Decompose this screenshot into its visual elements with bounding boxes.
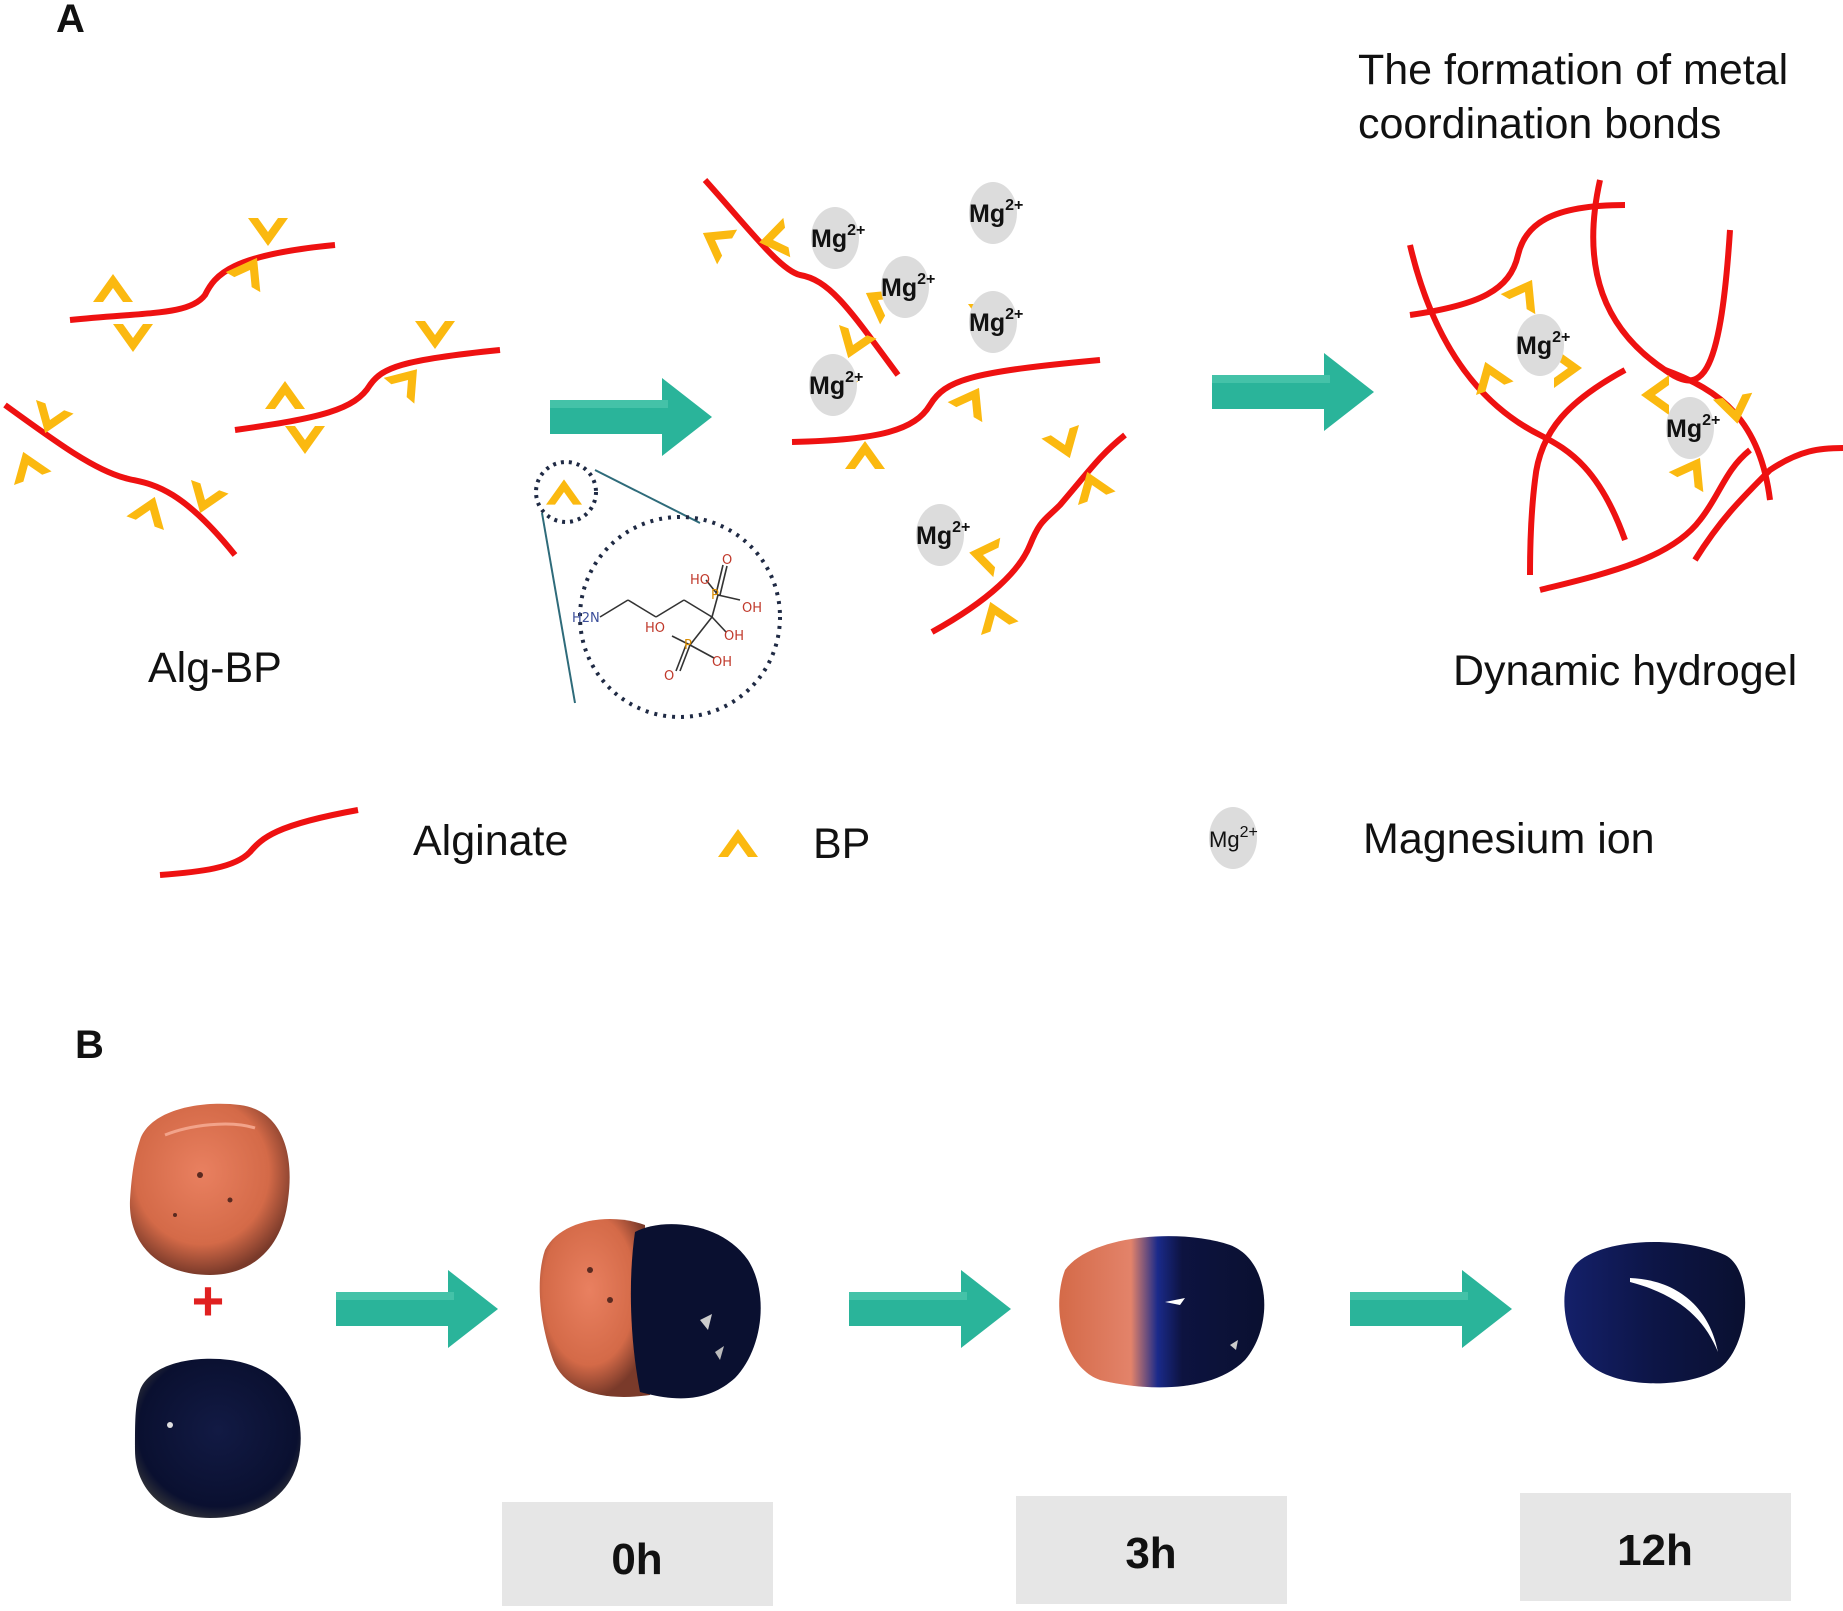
gel-3h bbox=[1059, 1236, 1265, 1388]
hydrogel-network bbox=[1407, 179, 1843, 593]
time-box-0h: 0h bbox=[502, 1502, 773, 1606]
svg-text:Mg2+: Mg2+ bbox=[811, 222, 865, 253]
arrow-b-1 bbox=[336, 1270, 498, 1348]
gel-12h bbox=[1564, 1242, 1746, 1384]
legend-magnesium-label: Magnesium ion bbox=[1363, 815, 1655, 863]
svg-text:Mg2+: Mg2+ bbox=[969, 306, 1023, 337]
time-box-12h: 12h bbox=[1520, 1493, 1791, 1601]
formation-caption-line1: The formation of metal bbox=[1358, 46, 1788, 94]
mol-oh-3: OH bbox=[712, 655, 732, 670]
mg-ion-6: Mg2+ bbox=[916, 504, 970, 566]
mol-p-1: P bbox=[711, 588, 719, 603]
mg-ion-7: Mg2+ bbox=[1516, 314, 1570, 376]
mol-ho-1: HO bbox=[690, 573, 710, 588]
time-label-12h: 12h bbox=[1617, 1526, 1693, 1575]
mol-o-2: O bbox=[664, 669, 674, 684]
formation-caption-line2: coordination bonds bbox=[1358, 100, 1721, 148]
svg-text:Mg2+: Mg2+ bbox=[916, 519, 970, 550]
legend-alginate-label: Alginate bbox=[413, 817, 568, 865]
svg-text:Mg2+: Mg2+ bbox=[1209, 824, 1258, 852]
mg-ion-3: Mg2+ bbox=[881, 256, 935, 318]
legend-alginate-swatch bbox=[159, 807, 359, 878]
legend-bp-swatch bbox=[718, 829, 758, 857]
mg-ion-8: Mg2+ bbox=[1666, 397, 1720, 459]
time-label-3h: 3h bbox=[1125, 1529, 1176, 1578]
svg-text:Mg2+: Mg2+ bbox=[809, 369, 863, 400]
time-box-3h: 3h bbox=[1016, 1496, 1287, 1604]
mg-ion-4: Mg2+ bbox=[969, 291, 1023, 353]
mg-ion-5: Mg2+ bbox=[809, 354, 863, 416]
alg-bp-caption: Alg-BP bbox=[148, 644, 282, 692]
red-gel-droplet bbox=[129, 1103, 290, 1275]
time-label-0h: 0h bbox=[611, 1535, 662, 1584]
legend-mg-swatch: Mg2+ bbox=[1209, 807, 1258, 869]
dynamic-hydrogel-caption: Dynamic hydrogel bbox=[1453, 647, 1797, 695]
plus-sign: + bbox=[192, 1269, 225, 1332]
mg-ion-1: Mg2+ bbox=[811, 207, 865, 269]
gel-0h bbox=[539, 1218, 761, 1399]
svg-text:Mg2+: Mg2+ bbox=[969, 197, 1023, 228]
arrow-b-3 bbox=[1350, 1270, 1512, 1348]
arrow-b-2 bbox=[849, 1270, 1011, 1348]
mg-ion-2: Mg2+ bbox=[969, 182, 1023, 244]
bp-molecule-zoom: H2N HO O P OH OH HO P O OH bbox=[534, 460, 782, 719]
arrow-step-2 bbox=[1212, 353, 1374, 431]
mol-ho-2: HO bbox=[645, 621, 665, 636]
blue-gel-droplet bbox=[135, 1358, 301, 1518]
mol-p-2: P bbox=[684, 638, 692, 653]
arrow-step-1 bbox=[550, 378, 712, 456]
svg-text:Mg2+: Mg2+ bbox=[1516, 329, 1570, 360]
panel-b-label: B bbox=[75, 1023, 104, 1067]
mol-o-1: O bbox=[722, 553, 732, 568]
mol-oh-1: OH bbox=[742, 601, 762, 616]
mol-nh2: H2N bbox=[572, 611, 600, 626]
mixing-illustration: Mg2+ Mg2+ Mg2+ Mg2+ Mg2+ Mg2+ bbox=[692, 177, 1127, 635]
alg-bp-illustration bbox=[3, 218, 501, 557]
legend-bp-label: BP bbox=[813, 820, 870, 868]
mol-oh-2: OH bbox=[724, 629, 744, 644]
legend: Alginate BP Mg2+ Magnesium ion bbox=[159, 807, 1655, 878]
svg-text:Mg2+: Mg2+ bbox=[1666, 412, 1720, 443]
svg-text:Mg2+: Mg2+ bbox=[881, 271, 935, 302]
panel-a-label: A bbox=[56, 0, 85, 41]
